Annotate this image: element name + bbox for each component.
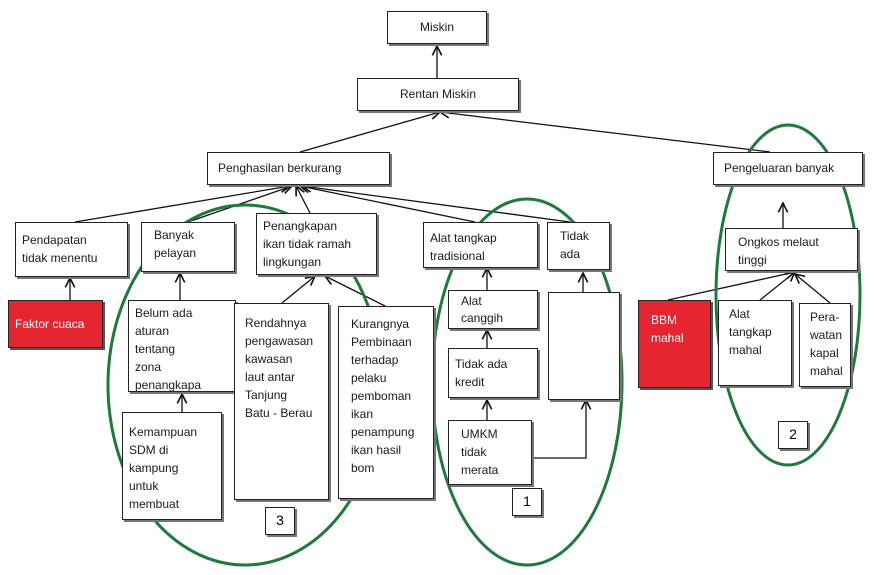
link-alatmahal-ongkos (759, 272, 795, 301)
node-miskin: Miskin (387, 11, 487, 44)
group-circle-2 (714, 123, 862, 467)
node-alat-tangkap-mahal: Alat tangkap mahal (718, 300, 792, 386)
link-bbm-ongkos (667, 272, 795, 301)
node-kemampuan-sdm: Kemampuan SDM di kampung untuk membuat (122, 412, 222, 520)
node-pengeluaran-banyak: Pengeluaran banyak (713, 152, 863, 185)
node-alat-tangkap-tradisional: Alat tangkap tradisional (423, 222, 538, 268)
node-kurangnya-pembinaan: Kurangnya Pembinaan terhadap pelaku pemb… (338, 306, 434, 499)
link-rendahnya-penangkapan (281, 276, 315, 304)
node-penangkapan-ikan: Penangkapan ikan tidak ramah lingkungan (256, 213, 377, 275)
link-rumpon-penghasilan (302, 186, 571, 223)
link-pendapatan-penghasilan (74, 186, 290, 223)
node-pendapatan-tidak-menentu: Pendapatan tidak menentu (15, 222, 128, 277)
link-kurangnya-penangkapan (325, 276, 386, 307)
link-alat-tradisional-penghasilan (300, 186, 476, 223)
link-perawatan-ongkos (795, 274, 831, 304)
group-label-1: 1 (512, 488, 542, 516)
node-rendahnya-pengawasan: Rendahnya pengawasan kawasan laut antar … (234, 303, 329, 500)
link-penghasilan-rentan (299, 112, 440, 153)
group-label-2: 2 (778, 421, 808, 449)
node-faktor-cuaca: Faktor cuaca (8, 300, 103, 348)
node-umkm-tidak-merata: UMKM tidak merata (448, 420, 532, 485)
node-tidak-ada-rumpon: Tidak ada rumpon (547, 222, 610, 270)
node-alat-canggih: Alat canggih (448, 290, 538, 329)
node-bbm-mahal: BBM mahal (638, 300, 711, 388)
node-banyak-pelayan: Banyak pelayan (141, 222, 235, 272)
node-perawatan-kapal-mahal: Pera- watan kapal mahal (799, 303, 851, 387)
node-penghasilan-berkurang: Penghasilan berkurang (207, 152, 390, 185)
group-label-3: 3 (265, 507, 295, 535)
link-umkm-rumponbox (531, 400, 586, 459)
node-belum-ada-aturan: Belum ada aturan tentang zona penangkapa (128, 300, 236, 392)
node-rentan-miskin: Rentan Miskin (357, 78, 519, 111)
link-penangkapan-penghasilan (296, 186, 311, 214)
node-rumpon-sub-box (548, 292, 620, 400)
link-pengeluaran-rentan (440, 112, 771, 153)
node-ongkos-melaut-tinggi: Ongkos melaut tinggi (725, 228, 858, 271)
node-tidak-ada-kredit: Tidak ada kredit (448, 348, 538, 398)
